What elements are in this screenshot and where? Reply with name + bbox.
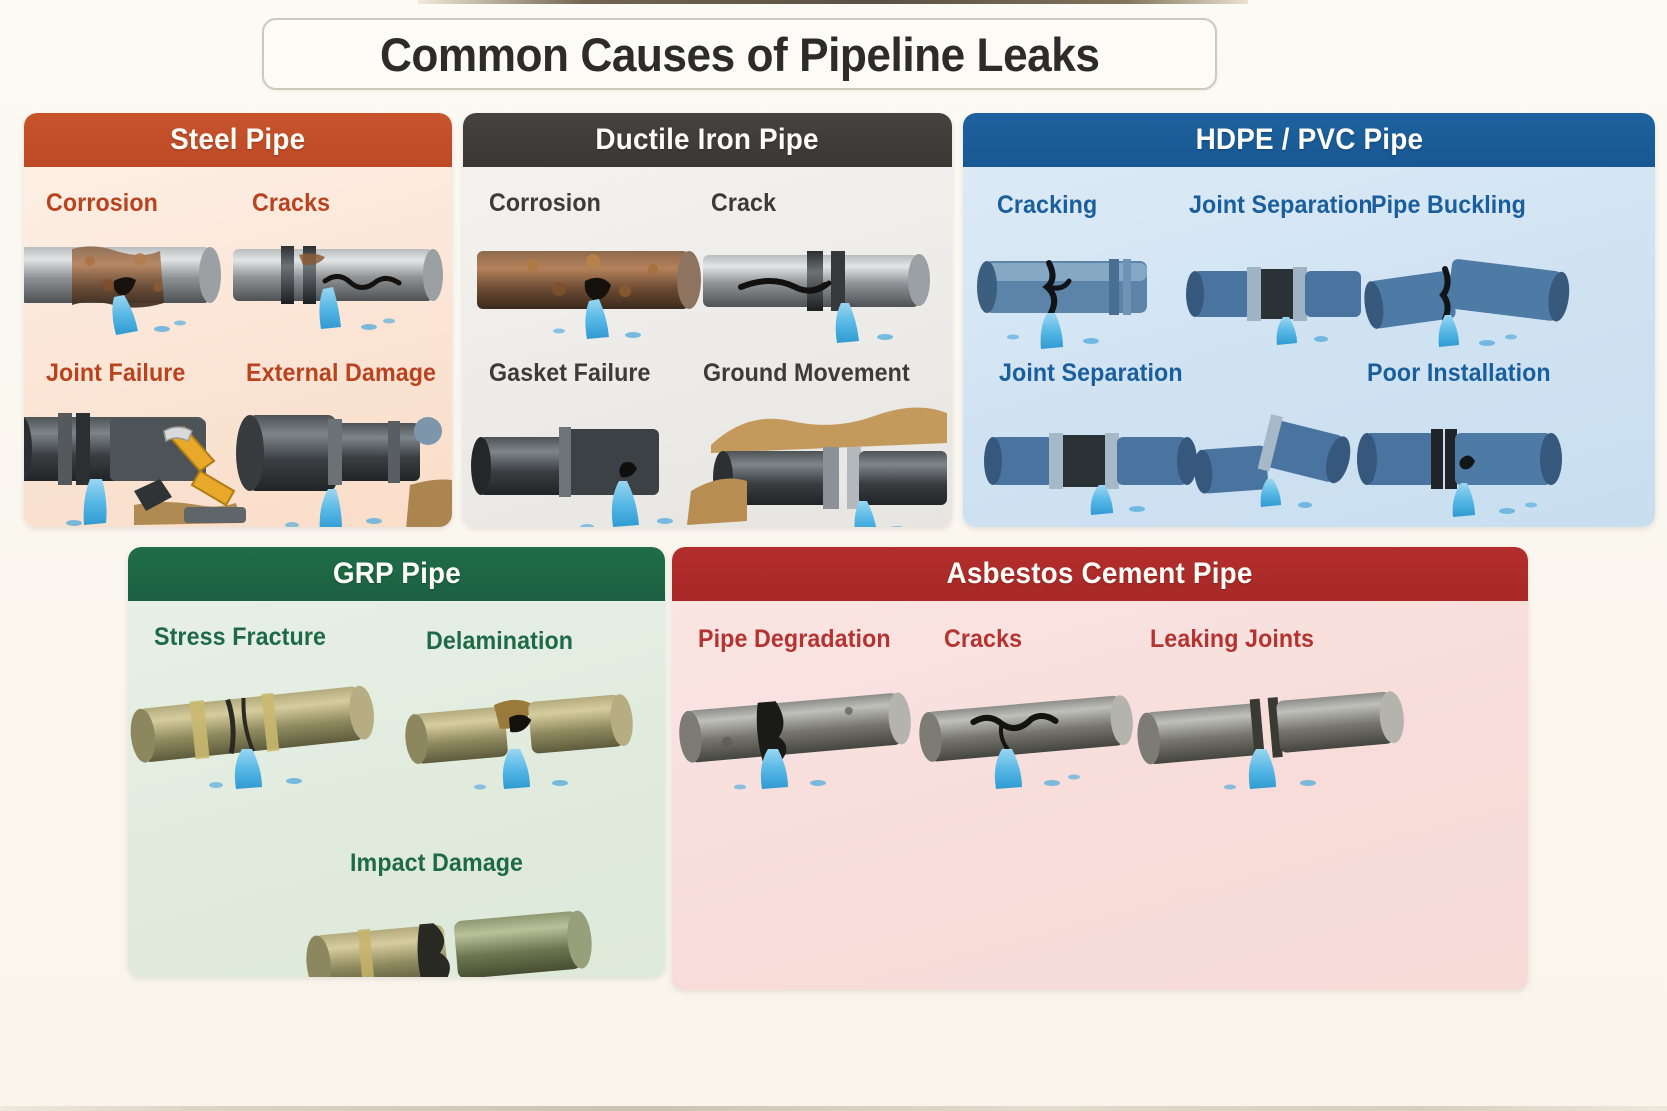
illustration-gasket-failure-pipe-leak bbox=[471, 403, 725, 527]
card-grp-pipe[interactable]: GRP Pipe Stress Fracture Delamination Im… bbox=[128, 547, 665, 977]
item-label-hdpe-joint-separation: Joint Separation bbox=[1189, 191, 1373, 219]
item-label-ductile-ground-movement: Ground Movement bbox=[703, 359, 910, 387]
illustration-soil-shifted-pipe-leak bbox=[687, 395, 951, 527]
item-label-hdpe-pipe-buckling: Pipe Buckling bbox=[1371, 191, 1526, 219]
item-label-hdpe-cracking: Cracking bbox=[997, 191, 1098, 219]
card-hdpe-pvc-pipe[interactable]: HDPE / PVC Pipe Cracking Joint Separatio… bbox=[963, 113, 1655, 527]
item-label-steel-corrosion: Corrosion bbox=[46, 189, 158, 217]
card-header-steel: Steel Pipe bbox=[24, 113, 452, 167]
bottom-edge-artifact bbox=[0, 1106, 1667, 1111]
illustration-leaking-joint-ac-pipe bbox=[1137, 669, 1430, 793]
card-title-steel: Steel Pipe bbox=[170, 123, 306, 156]
illustration-misaligned-pipe-leak bbox=[1357, 405, 1591, 520]
card-body-asbestos: Pipe Degradation Cracks Leaking Joints bbox=[672, 601, 1528, 990]
illustration-corroded-pipe-leak bbox=[24, 229, 232, 339]
item-label-ductile-gasket-failure: Gasket Failure bbox=[489, 359, 651, 387]
item-label-steel-joint-failure: Joint Failure bbox=[46, 359, 186, 387]
item-label-asbestos-leaking-joints: Leaking Joints bbox=[1150, 625, 1315, 653]
page-title-box: Common Causes of Pipeline Leaks bbox=[262, 18, 1217, 90]
illustration-fractured-grp-pipe-leak bbox=[130, 663, 394, 791]
card-header-ductile: Ductile Iron Pipe bbox=[463, 113, 952, 167]
item-label-steel-cracks: Cracks bbox=[252, 189, 331, 217]
item-label-steel-external-damage: External Damage bbox=[246, 359, 437, 387]
illustration-separated-joint-pipe-leak-2 bbox=[984, 407, 1207, 517]
card-steel-pipe[interactable]: Steel Pipe Corrosion Cracks Joint Failur… bbox=[24, 113, 452, 527]
item-label-ductile-corrosion: Corrosion bbox=[489, 189, 601, 217]
item-label-grp-delamination: Delamination bbox=[426, 627, 574, 655]
item-label-ductile-crack: Crack bbox=[711, 189, 777, 217]
illustration-separated-joint-pipe-leak bbox=[1186, 245, 1379, 345]
card-body-steel: Corrosion Cracks Joint Failure External … bbox=[24, 167, 452, 527]
illustration-delaminated-grp-pipe-leak bbox=[405, 673, 650, 793]
illustration-rusted-iron-pipe-leak bbox=[473, 233, 713, 345]
card-body-ductile: Corrosion Crack Gasket Failure Ground Mo… bbox=[463, 167, 952, 527]
illustration-degraded-ac-pipe-leak bbox=[679, 671, 932, 791]
card-header-hdpe: HDPE / PVC Pipe bbox=[963, 113, 1655, 167]
card-header-asbestos: Asbestos Cement Pipe bbox=[672, 547, 1528, 601]
card-header-grp: GRP Pipe bbox=[128, 547, 665, 601]
item-label-hdpe-poor-installation: Poor Installation bbox=[1367, 359, 1551, 387]
item-label-asbestos-pipe-degradation: Pipe Degradation bbox=[698, 625, 891, 653]
item-label-asbestos-cracks: Cracks bbox=[944, 625, 1023, 653]
card-title-grp: GRP Pipe bbox=[332, 557, 461, 590]
item-label-grp-impact-damage: Impact Damage bbox=[350, 849, 524, 877]
top-edge-artifact bbox=[418, 0, 1248, 4]
illustration-cracked-plastic-pipe-leak bbox=[977, 237, 1189, 349]
card-body-grp: Stress Fracture Delamination Impact Dama… bbox=[128, 601, 665, 977]
illustration-impact-broken-grp-pipe-leak bbox=[306, 893, 610, 977]
illustration-cracked-pipe-leak bbox=[229, 229, 452, 339]
illustration-buckled-plastic-pipe-leak bbox=[1364, 243, 1591, 353]
illustration-cracked-iron-pipe-leak bbox=[699, 233, 945, 345]
illustration-joint-failure-pipe-leak bbox=[24, 395, 274, 527]
item-label-hdpe-joint-separation-2: Joint Separation bbox=[999, 359, 1183, 387]
card-ductile-iron-pipe[interactable]: Ductile Iron Pipe Corrosion Crack Gasket… bbox=[463, 113, 952, 527]
illustration-excavator-damaged-pipe-leak bbox=[232, 389, 452, 527]
card-title-hdpe: HDPE / PVC Pipe bbox=[1195, 123, 1423, 156]
illustration-angled-joint-pipe-leak bbox=[1194, 407, 1361, 517]
page-title: Common Causes of Pipeline Leaks bbox=[379, 27, 1100, 81]
excavator-arm bbox=[134, 425, 246, 523]
illustration-cracked-ac-pipe-leak bbox=[919, 673, 1152, 791]
card-title-asbestos: Asbestos Cement Pipe bbox=[946, 557, 1254, 590]
card-title-ductile: Ductile Iron Pipe bbox=[595, 123, 820, 156]
item-label-grp-stress-fracture: Stress Fracture bbox=[154, 623, 326, 651]
card-body-hdpe: Cracking Joint Separation Pipe Buckling … bbox=[963, 167, 1655, 527]
card-asbestos-cement-pipe[interactable]: Asbestos Cement Pipe Pipe Degradation Cr… bbox=[672, 547, 1528, 990]
